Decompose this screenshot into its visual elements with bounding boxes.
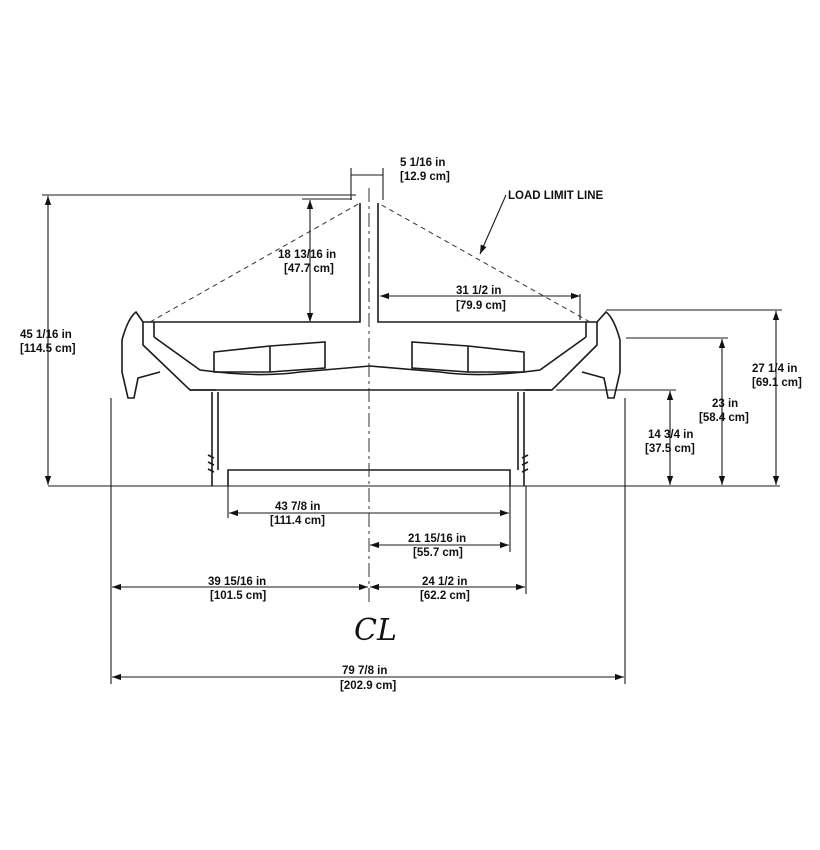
dim-inner-rim-height: 23 in [58.4 cm] [626, 337, 749, 485]
left-pad [213, 341, 326, 373]
dim-overall-width: 79 7/8 in [202.9 cm] [112, 665, 624, 692]
dim-base-width-cm: [111.4 cm] [270, 515, 325, 527]
dim-overall-width-cm: [202.9 cm] [340, 680, 396, 692]
dim-base-height: 14 3/4 in [37.5 cm] [556, 389, 695, 485]
dim-left-half-width-in: 39 15/16 in [208, 576, 266, 588]
dim-overall-height: 45 1/16 in [114.5 cm] [20, 194, 356, 485]
bowl-floor [153, 336, 587, 376]
dim-half-widths: 39 15/16 in [101.5 cm] 24 1/2 in [62.2 c… [110, 398, 626, 684]
load-limit-label: LOAD LIMIT LINE [508, 190, 604, 202]
dim-platform-half-width-in: 31 1/2 in [456, 285, 501, 297]
dim-inner-rim-height-cm: [58.4 cm] [699, 412, 749, 424]
dim-base-half-width: 21 15/16 in [55.7 cm] [370, 533, 509, 559]
dim-inner-rim-height-in: 23 in [712, 398, 738, 410]
right-rim [525, 310, 621, 399]
left-column [207, 392, 219, 486]
dim-platform-half-width: 31 1/2 in [79.9 cm] [380, 285, 581, 320]
dim-top-width: 5 1/16 in [12.9 cm] [350, 157, 450, 200]
dim-platform-half-width-cm: [79.9 cm] [456, 300, 506, 312]
dim-cone-height: 18 13/16 in [47.7 cm] [278, 198, 352, 322]
dim-rim-height-cm: [69.1 cm] [752, 377, 802, 389]
dim-base-half-width-cm: [55.7 cm] [413, 547, 463, 559]
right-pad [411, 341, 525, 373]
dim-base-width: 43 7/8 in [111.4 cm] [227, 486, 511, 552]
centerline-symbol: CL [354, 613, 397, 648]
load-limit-lines [149, 202, 591, 323]
right-column [517, 392, 529, 486]
dim-top-width-cm: [12.9 cm] [400, 171, 450, 183]
platform-outline [48, 203, 780, 487]
dim-right-half-width-cm: [62.2 cm] [420, 590, 470, 602]
dim-overall-height-cm: [114.5 cm] [20, 343, 76, 355]
load-limit-callout: LOAD LIMIT LINE [479, 190, 604, 255]
dim-base-half-width-in: 21 15/16 in [408, 533, 466, 545]
dim-overall-width-in: 79 7/8 in [342, 665, 387, 677]
dim-base-height-cm: [37.5 cm] [645, 443, 695, 455]
dim-cone-height-in: 18 13/16 in [278, 249, 336, 261]
dim-cone-height-cm: [47.7 cm] [284, 263, 334, 275]
left-rim [121, 310, 216, 399]
dim-base-height-in: 14 3/4 in [648, 429, 693, 441]
dim-rim-height: 27 1/4 in [69.1 cm] [606, 309, 802, 485]
dim-base-width-in: 43 7/8 in [275, 501, 320, 513]
dim-rim-height-in: 27 1/4 in [752, 363, 797, 375]
dim-overall-height-in: 45 1/16 in [20, 329, 72, 341]
dim-right-half-width-in: 24 1/2 in [422, 576, 467, 588]
center-post [153, 203, 587, 337]
dim-left-half-width-cm: [101.5 cm] [210, 590, 266, 602]
dim-top-width-in: 5 1/16 in [400, 157, 445, 169]
